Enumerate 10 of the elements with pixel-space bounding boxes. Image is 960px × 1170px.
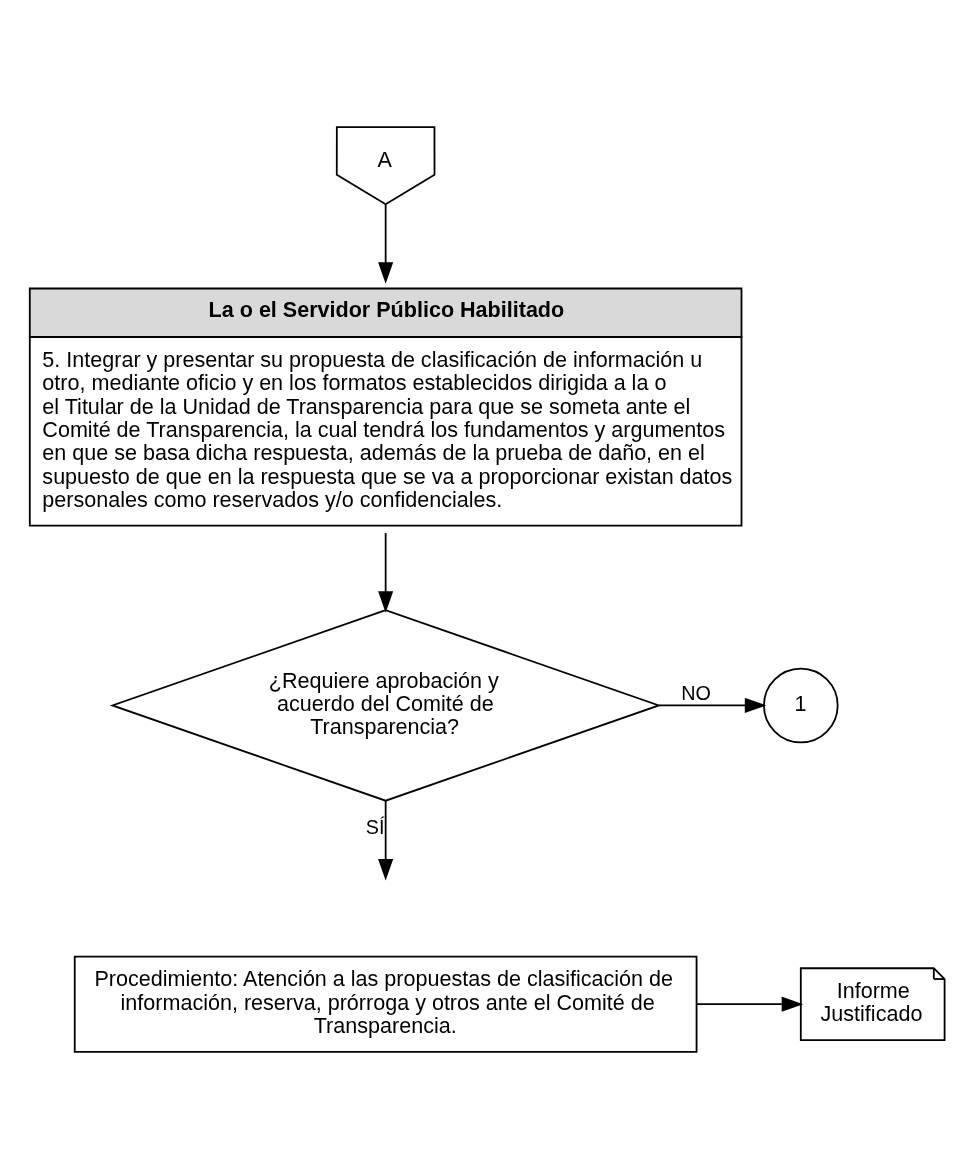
arrow	[658, 697, 767, 713]
arrow	[378, 799, 394, 881]
edge-label: NO	[681, 681, 711, 704]
edge-label: SÍ	[365, 815, 385, 838]
arrow	[695, 996, 804, 1012]
node-box: Procedimiento: Atención a las propuestas de clasificación de información, reserva, prórroga y otros ante el Comité de Transparencia.	[73, 955, 698, 1053]
node-diamond: ¿Requiere aprobación y acuerdo del Comité de Transparencia?	[109, 608, 662, 802]
node-circle: 1	[763, 667, 839, 743]
arrow	[378, 203, 394, 284]
arrow	[378, 531, 394, 613]
